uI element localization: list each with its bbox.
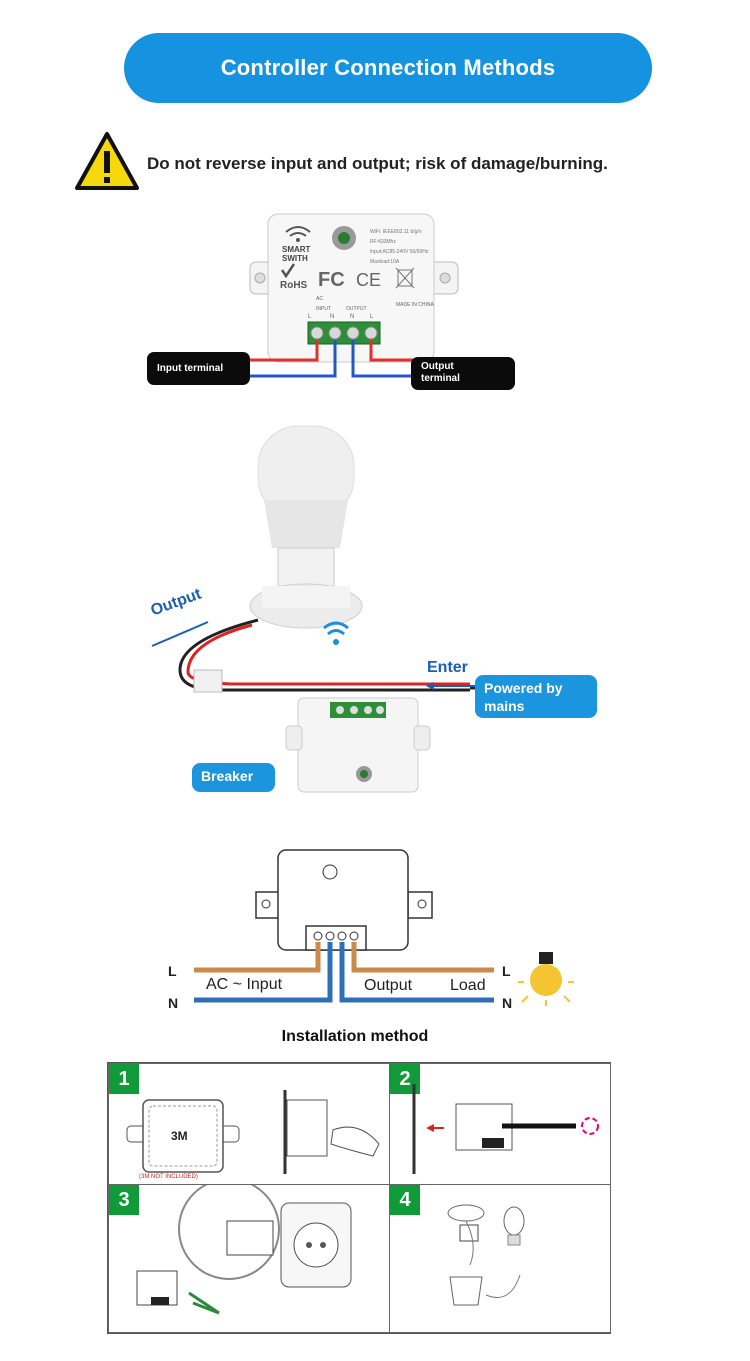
step-4-panel: 4 [389,1184,611,1333]
step-3-number: 3 [109,1185,139,1215]
output-terminal-tag: Output terminal [411,357,515,390]
fcc-logo: FC [318,269,345,291]
lamp-wiring-illustration [151,425,580,793]
step-1-panel: 1 3M (3M NOT INCLUDED) [108,1063,390,1185]
spec-line2: RF:433Mhz [370,239,396,245]
pin-l-right: L [370,314,374,320]
powered-line1: Powered by [484,680,563,696]
wire-n-left: N [168,995,178,1011]
powered-line2: mains [484,698,525,714]
hand-icon [330,1126,380,1157]
wiring-schematic: L N L N AC ~ Input Output Load [168,849,574,1011]
recycle-bin-icon [397,269,413,287]
ac-label: AC [316,296,323,302]
output-terminal-line1: Output [421,361,454,372]
output-wire-label: Output [364,977,413,994]
output-terminal-line2: terminal [421,373,460,384]
wire-n-right: N [502,995,512,1011]
enter-label: Enter [427,659,468,676]
breaker-label: Breaker [201,768,254,784]
powered-by-mains-tag: Powered by mains [475,675,597,718]
pin-n-right: N [350,314,354,320]
tape-note: (3M NOT INCLUDED) [139,1174,198,1180]
step-3-panel: 3 [108,1184,390,1333]
ac-input-label: AC ~ Input [206,976,283,993]
pin-n-left: N [330,314,334,320]
spec-line4: Maxload:10A [370,259,400,265]
spec-line3: Input:AC85-240V 50/60Hz [370,249,429,255]
spec-line1: WiFi: IEEE802.11 b/g/n [370,229,422,235]
section-header: Controller Connection Methods [124,33,652,103]
step-4-number: 4 [390,1185,420,1215]
warning-icon [75,132,139,190]
installation-steps-grid: 1 3M (3M NOT INCLUDED) 2 3 [107,1062,611,1334]
brand-line2: SWITH [282,254,308,263]
output-label: OUTPUT [346,306,367,312]
wire-l-right: L [502,963,511,979]
terminal-block [307,321,381,345]
installation-title: Installation method [281,1028,429,1045]
wifi-icon [285,226,311,237]
made-in-label: MADE IN CHINA [396,302,434,308]
section-title: Controller Connection Methods [220,55,556,80]
light-bulb-icon [518,952,574,1006]
brand-line1: SMART [282,245,311,254]
output-arrow-icon [151,621,209,647]
load-label: Load [450,977,486,994]
small-bulb-icon [503,1206,525,1236]
input-terminal-label: Input terminal [157,362,224,374]
pliers-icon [188,1291,220,1315]
warning-text: Do not reverse input and output; risk of… [147,154,608,173]
input-terminal-tag: Input terminal [147,352,250,385]
ce-logo: CE [356,270,381,290]
tape-label: 3M [171,1129,188,1143]
rotate-icon [581,1117,599,1135]
wifi-signal-icon [323,621,349,636]
input-label: INPUT [316,306,331,312]
pin-l-left: L [308,314,312,320]
step-1-number: 1 [109,1064,139,1094]
controller-front-diagram: SMART SWITH WiFi: IEEE802.11 b/g/n RF:43… [249,213,459,378]
rohs-logo: RoHS [280,280,308,291]
step-2-panel: 2 [389,1063,611,1185]
wire-l-left: L [168,963,177,979]
breaker-tag: Breaker [192,763,275,792]
